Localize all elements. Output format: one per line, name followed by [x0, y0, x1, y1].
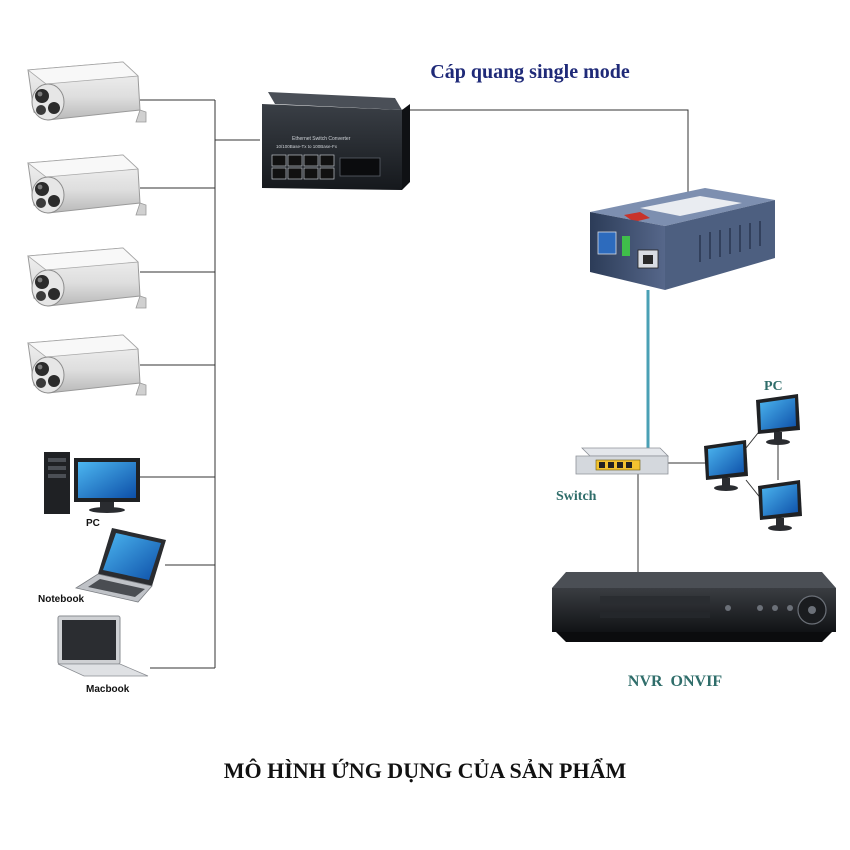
pc-right-label: PC	[764, 379, 783, 394]
page-title: MÔ HÌNH ỨNG DỤNG CỦA SẢN PHẨM	[223, 758, 627, 783]
bullet-camera-icon	[27, 247, 147, 309]
monitor-icon	[756, 394, 800, 445]
laptop-icon	[74, 528, 166, 603]
nvr-recorder-icon	[552, 572, 836, 642]
bullet-camera-icon	[27, 334, 147, 396]
fiber-cable-line	[402, 109, 689, 198]
switch-label: Switch	[556, 489, 597, 504]
notebook-label: Notebook	[38, 594, 85, 605]
pc-left-label: PC	[86, 518, 100, 529]
bullet-camera-icon	[27, 154, 147, 216]
monitor-icon	[704, 440, 748, 491]
left-wiring	[140, 99, 260, 669]
switch-sub-label: 10/100Base-Tx to 100Base-Fx	[276, 144, 338, 149]
media-converter-icon	[590, 188, 775, 290]
bullet-camera-icon	[27, 61, 147, 123]
fiber-cable-label: Cáp quang single mode	[430, 61, 630, 83]
network-switch-icon: Ethernet Switch Converter 10/100Base-Tx …	[262, 92, 410, 190]
desktop-pc-icon	[44, 452, 140, 514]
switch-device-icon	[575, 447, 669, 475]
right-wiring	[402, 109, 779, 578]
switch-top-label: Ethernet Switch Converter	[292, 136, 351, 142]
nvr-label: NVR ONVIF	[628, 673, 722, 690]
monitor-icon	[758, 480, 802, 531]
macbook-icon	[57, 615, 149, 677]
macbook-label: Macbook	[86, 684, 130, 695]
